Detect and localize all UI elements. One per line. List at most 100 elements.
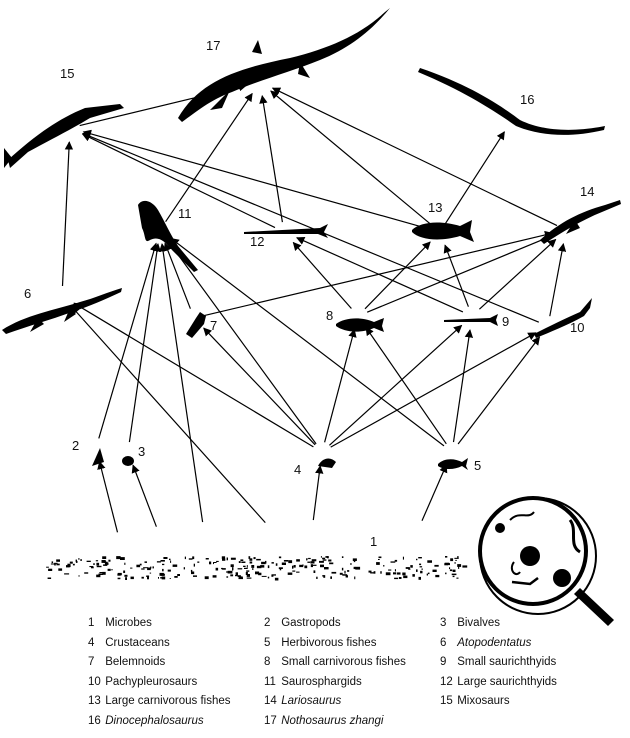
sediment-particle: [388, 569, 392, 571]
sediment-particle: [449, 569, 453, 572]
node-7-figure: [186, 312, 206, 338]
sediment-particle: [427, 572, 430, 575]
node-label-1: 1: [370, 534, 377, 549]
node-label-9: 9: [502, 314, 509, 329]
sediment-particle: [311, 559, 317, 562]
sediment-particle: [104, 562, 109, 565]
sediment-particle: [451, 573, 457, 576]
sediment-particle: [324, 567, 329, 570]
sediment-particle: [150, 566, 152, 568]
sediment-particle: [141, 568, 145, 570]
feeding-arrows: [61, 82, 567, 533]
sediment-particle: [204, 576, 209, 580]
sediment-particle: [412, 574, 415, 577]
sediment-particle: [267, 576, 270, 579]
sediment-particle: [156, 561, 161, 563]
sediment-particle: [125, 577, 127, 580]
arrow-12-to-17: [259, 94, 283, 223]
sediment-particle: [249, 558, 253, 561]
sediment-particle: [246, 570, 250, 572]
sediment-particle: [390, 561, 396, 563]
sediment-particle: [252, 568, 254, 570]
sediment-particle: [444, 563, 449, 566]
arrow-1-to-3: [131, 464, 157, 527]
sediment-particle: [144, 561, 147, 563]
sediment-particle: [457, 556, 459, 559]
legend-number: 14: [264, 695, 277, 707]
legend-name: Small carnivorous fishes: [281, 656, 406, 668]
node-16-figure: [418, 68, 605, 135]
sediment-particle: [455, 559, 457, 561]
sediment-particle: [136, 564, 141, 568]
legend-name: Bivalves: [457, 617, 501, 629]
sediment-particle: [64, 573, 70, 575]
sediment-particle: [237, 568, 243, 570]
legend-name: Pachypleurosaurs: [105, 675, 198, 688]
sediment-particle: [174, 576, 178, 578]
sediment-particle: [146, 575, 150, 577]
sediment-particle: [160, 573, 165, 576]
legend-item: 5 Herbivorous fishes: [264, 637, 376, 649]
sediment-particle: [241, 561, 246, 563]
sediment-particle: [130, 576, 134, 580]
sediment-particle: [323, 575, 326, 578]
sediment-particle: [160, 560, 165, 562]
sediment-particle: [96, 565, 102, 568]
sediment-particle: [235, 572, 238, 576]
legend-number: 4: [88, 636, 95, 649]
arrow-7-to-11: [163, 242, 191, 309]
sediment-particle: [421, 568, 423, 570]
sediment-particle: [271, 562, 274, 564]
sediment-particle: [456, 577, 459, 579]
node-label-17: 17: [206, 38, 220, 53]
arrow-8-to-14: [366, 234, 554, 313]
sediment-particle: [117, 572, 122, 576]
sediment-particle: [253, 557, 256, 560]
sediment-particle: [378, 559, 380, 560]
sediment-particle: [163, 557, 168, 559]
node-label-12: 12: [250, 234, 264, 249]
sediment-particle: [221, 556, 226, 559]
sediment-particle: [331, 571, 337, 574]
sediment-particle: [230, 557, 236, 560]
sediment-particle: [452, 569, 456, 572]
sediment-particle: [352, 558, 357, 561]
sediment-particle: [54, 562, 58, 564]
sediment-particle: [432, 569, 437, 572]
sediment-particle: [419, 563, 422, 566]
sediment-particle: [287, 572, 293, 575]
node-label-6: 6: [24, 286, 31, 301]
sediment-particle: [435, 574, 440, 578]
sediment-particle: [222, 568, 226, 570]
sediment-particle: [416, 569, 418, 572]
sediment-particle: [320, 556, 322, 558]
arrow-5-to-8: [365, 326, 447, 445]
sediment-particle: [107, 568, 111, 571]
arrow-9-to-13: [443, 244, 469, 307]
legend-item: 2 Gastropods: [264, 617, 341, 629]
legend-name: Gastropods: [281, 617, 341, 629]
node-5-figure: [438, 458, 468, 470]
sediment-particle: [355, 566, 361, 570]
legend-number: 12: [440, 675, 453, 688]
legend-name: Crustaceans: [105, 636, 170, 649]
arrow-8-to-13: [364, 241, 431, 310]
sediment-particle: [419, 566, 423, 568]
node-label-8: 8: [326, 308, 333, 323]
legend-name: Microbes: [105, 617, 152, 629]
sediment-particle: [403, 575, 408, 579]
node-6-figure: [2, 288, 122, 334]
sediment-particle: [103, 561, 108, 563]
arrow-10-to-15: [82, 132, 540, 323]
sediment-particle: [102, 556, 107, 559]
node-4-figure: [318, 458, 336, 468]
arrow-13-to-17: [270, 90, 433, 227]
sediment-particle: [256, 558, 261, 561]
sediment-particle: [172, 564, 178, 567]
node-2-figure: [92, 448, 104, 466]
arrow-3-to-11: [128, 243, 162, 443]
sediment-particle: [226, 557, 228, 561]
sediment-particle: [350, 563, 352, 565]
sediment-particle: [319, 560, 324, 563]
